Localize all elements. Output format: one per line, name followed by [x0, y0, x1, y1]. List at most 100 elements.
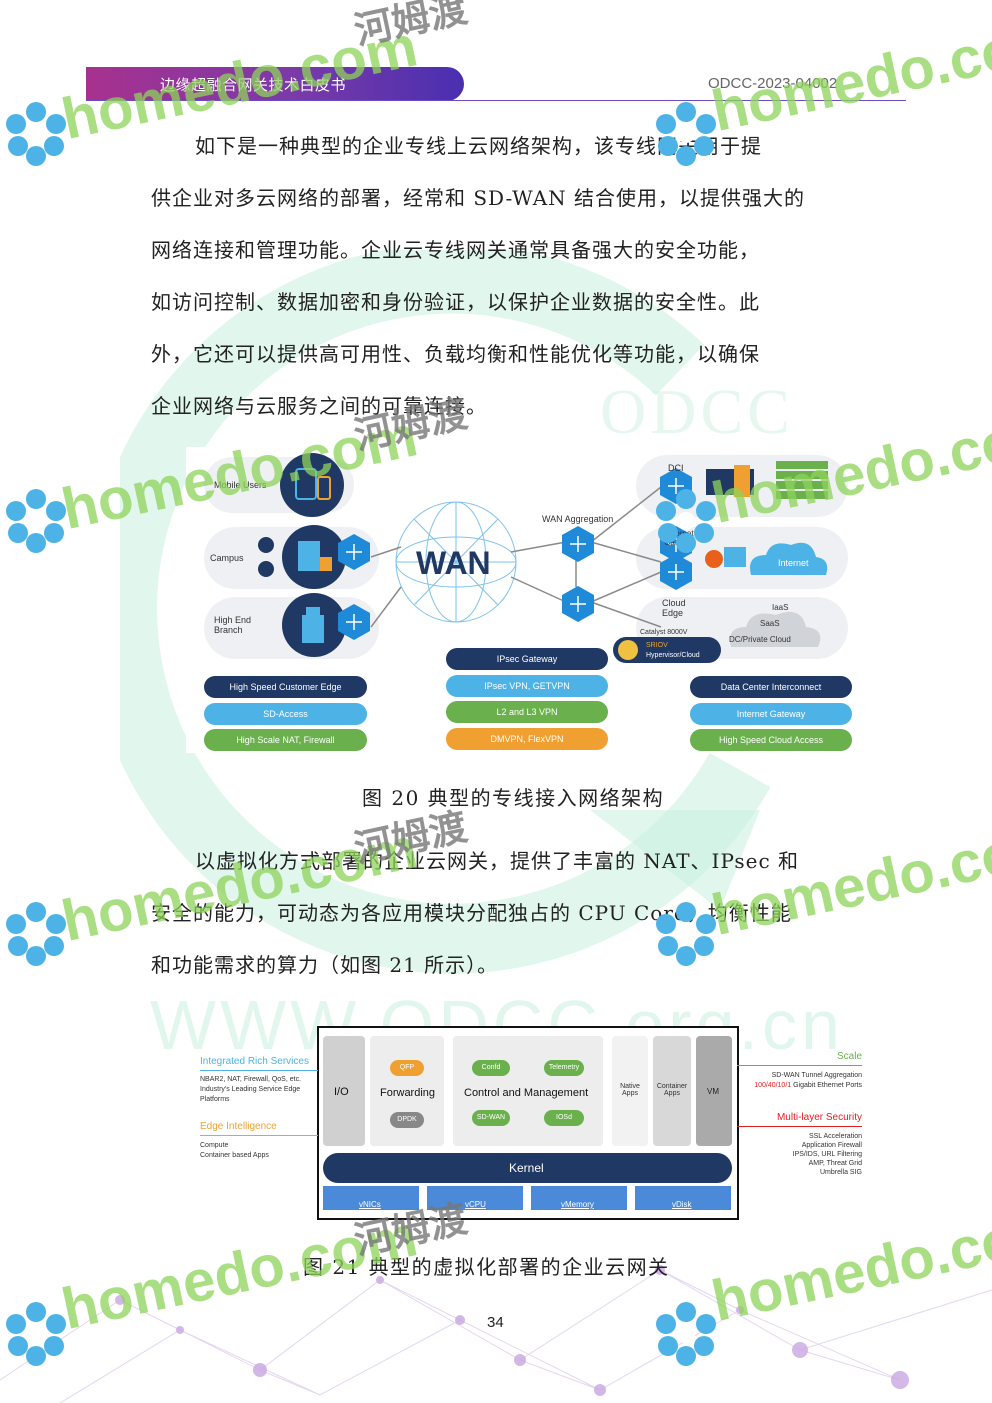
chip-sdwan: SD-WAN [472, 1110, 510, 1126]
label-forwarding: Forwarding [380, 1087, 436, 1099]
label-vcpu: vCPU [465, 1200, 486, 1209]
left-title-integrated: Integrated Rich Services [200, 1056, 309, 1067]
chip-iosd: IOSd [544, 1110, 584, 1126]
label-hypervisor: Hypervisor/Cloud [646, 652, 700, 659]
desc-line: 100/40/10/1 Gigabit Ethernet Ports [754, 1081, 862, 1091]
label-catalyst: Catalyst 8000V [640, 629, 688, 636]
label-vnics: vNICs [359, 1200, 381, 1209]
paragraph-line: 供企业对多云网络的部署，经常和 SD-WAN 结合使用，以提供强大的 [151, 186, 805, 210]
figure-20-caption: 图 20 典型的专线接入网络架构 [362, 786, 665, 810]
paragraph-line: 企业网络与云服务之间的可靠连接。 [151, 394, 487, 418]
desc-line: Compute [200, 1142, 229, 1149]
vmemory-box [531, 1186, 627, 1210]
watermark-flower-icon [656, 1302, 716, 1366]
header-doc-code: ODCC-2023-04002 [708, 75, 838, 92]
pill-data-center-interconnect: Data Center Interconnect [690, 676, 852, 698]
label-dc-private-cloud: DC/Private Cloud [729, 635, 791, 644]
figure-20-network-architecture: Mobile Users Campus High End Branch WAN … [186, 447, 854, 753]
desc-line: IPS/IDS, URL Filtering [792, 1151, 862, 1158]
kernel-bar [323, 1153, 732, 1183]
vnics-box [323, 1186, 419, 1210]
figure-21-virtualized-gateway: Integrated Rich Services NBAR2, NAT, Fir… [196, 1024, 868, 1220]
vdisk-box [635, 1186, 731, 1210]
label-dci: DCI [668, 463, 684, 473]
label-internet: Internet [778, 558, 809, 568]
pill-high-scale-nat: High Scale NAT, Firewall [204, 729, 367, 751]
header-divider [86, 100, 906, 101]
right-line-1 [737, 1065, 862, 1066]
page-number: 34 [487, 1314, 504, 1331]
watermark-flower-icon [6, 902, 66, 966]
desc-line: Application Firewall [801, 1142, 862, 1149]
watermark-homedo: homedo.com [706, 5, 992, 145]
module-control [453, 1036, 603, 1146]
label-saas: SaaS [760, 619, 780, 628]
label-campus: Campus [210, 553, 244, 563]
module-io [323, 1036, 365, 1146]
paragraph-line: 以虚拟化方式部署的企业云网关，提供了丰富的 NAT、IPsec 和 [195, 849, 800, 873]
label-container-apps: Apps [664, 1090, 680, 1097]
left-desc-integrated: NBAR2, NAT, Firewall, QoS, etc. Industry… [200, 1075, 301, 1105]
label-wan-aggregation: WAN Aggregation [542, 514, 614, 524]
label-io: I/O [334, 1086, 349, 1098]
module-vm [696, 1036, 732, 1146]
label-mobile-users: Mobile Users [214, 480, 267, 490]
module-native-apps: Native Apps [612, 1036, 648, 1146]
wan-label: WAN [416, 545, 491, 581]
watermark-flower-icon [6, 102, 66, 166]
desc-rest: Gigabit Ethernet Ports [791, 1082, 862, 1089]
label-iaas: IaaS [772, 603, 789, 612]
figure-20-graphics [204, 453, 848, 663]
right-desc-scale: SD-WAN Tunnel Aggregation 100/40/10/1 Gi… [754, 1071, 862, 1091]
label-vdisk: vDisk [672, 1200, 692, 1209]
watermark-flower-icon [6, 1302, 66, 1366]
label-vm: VM [707, 1087, 719, 1096]
paragraph-line: 如访问控制、数据加密和身份验证，以保护企业数据的安全性。此 [151, 290, 760, 314]
label-sriov: SRIOV [646, 642, 668, 649]
pill-ipsec-vpn: IPsec VPN, GETVPN [446, 675, 608, 697]
left-line-1 [200, 1070, 318, 1071]
watermark-flower-icon [656, 489, 716, 553]
desc-line: NBAR2, NAT, Firewall, QoS, etc. [200, 1076, 302, 1083]
watermark-flower-icon [656, 902, 716, 966]
right-title-scale: Scale [836, 1051, 862, 1062]
pill-high-speed-customer-edge: High Speed Customer Edge [204, 676, 367, 698]
right-line-2 [737, 1126, 862, 1127]
header-banner [86, 67, 464, 101]
chip-telemetry: Telemetry [544, 1060, 584, 1076]
pill-sd-access: SD-Access [204, 703, 367, 725]
left-line-2 [200, 1135, 318, 1136]
label-high-end-branch: High End Branch [214, 615, 252, 635]
right-desc-security: SSL Acceleration Application Firewall IP… [793, 1132, 862, 1177]
desc-line: SSL Acceleration [808, 1133, 862, 1140]
label-cloud-edge: Cloud Edge [662, 598, 686, 618]
header-title: 边缘超融合网关技术白皮书 [160, 77, 347, 94]
label-kernel: Kernel [509, 1161, 544, 1175]
decorative-network-bottom [0, 1265, 992, 1403]
watermark-flower-icon [656, 102, 716, 166]
pill-high-speed-cloud-access: High Speed Cloud Access [690, 729, 852, 751]
chip-dpdk: DPDK [390, 1112, 424, 1128]
desc-red: 100/40/10/1 [754, 1082, 792, 1089]
pill-internet-gateway: Internet Gateway [690, 703, 852, 725]
paragraph-line: 和功能需求的算力（如图 21 所示）。 [151, 953, 499, 977]
pill-dmvpn: DMVPN, FlexVPN [446, 728, 608, 750]
chip-confd: Confd [472, 1060, 510, 1076]
pill-l2-l3-vpn: L2 and L3 VPN [446, 701, 608, 723]
background-odcc-watermark: ODCC [600, 376, 794, 447]
left-title-edge: Edge Intelligence [200, 1121, 277, 1132]
label-native-apps: Native [620, 1083, 640, 1090]
figure-21-caption: 图 21 典型的虚拟化部署的企业云网关 [303, 1255, 670, 1279]
chip-qfp: QFP [390, 1060, 424, 1076]
desc-line: SD-WAN Tunnel Aggregation [771, 1072, 862, 1079]
right-title-security: Multi-layer Security [776, 1112, 862, 1123]
left-desc-edge: Compute Container based Apps [200, 1141, 269, 1161]
paragraph-line: 外，它还可以提供高可用性、负载均衡和性能优化等功能，以确保 [151, 342, 760, 366]
paragraph-1: 如下是一种典型的企业专线上云网络架构，该专线网关用于提 供企业对多云网络的部署，… [151, 120, 843, 432]
label-native-apps: Apps [622, 1090, 638, 1097]
desc-line: Umbrella SIG [819, 1169, 862, 1176]
pill-ipsec-gateway: IPsec Gateway [446, 648, 608, 670]
paragraph-line: 网络连接和管理功能。企业云专线网关通常具备强大的安全功能， [151, 238, 760, 262]
label-control: Control and Management [464, 1087, 589, 1099]
background-logo-watermark [120, 250, 771, 974]
